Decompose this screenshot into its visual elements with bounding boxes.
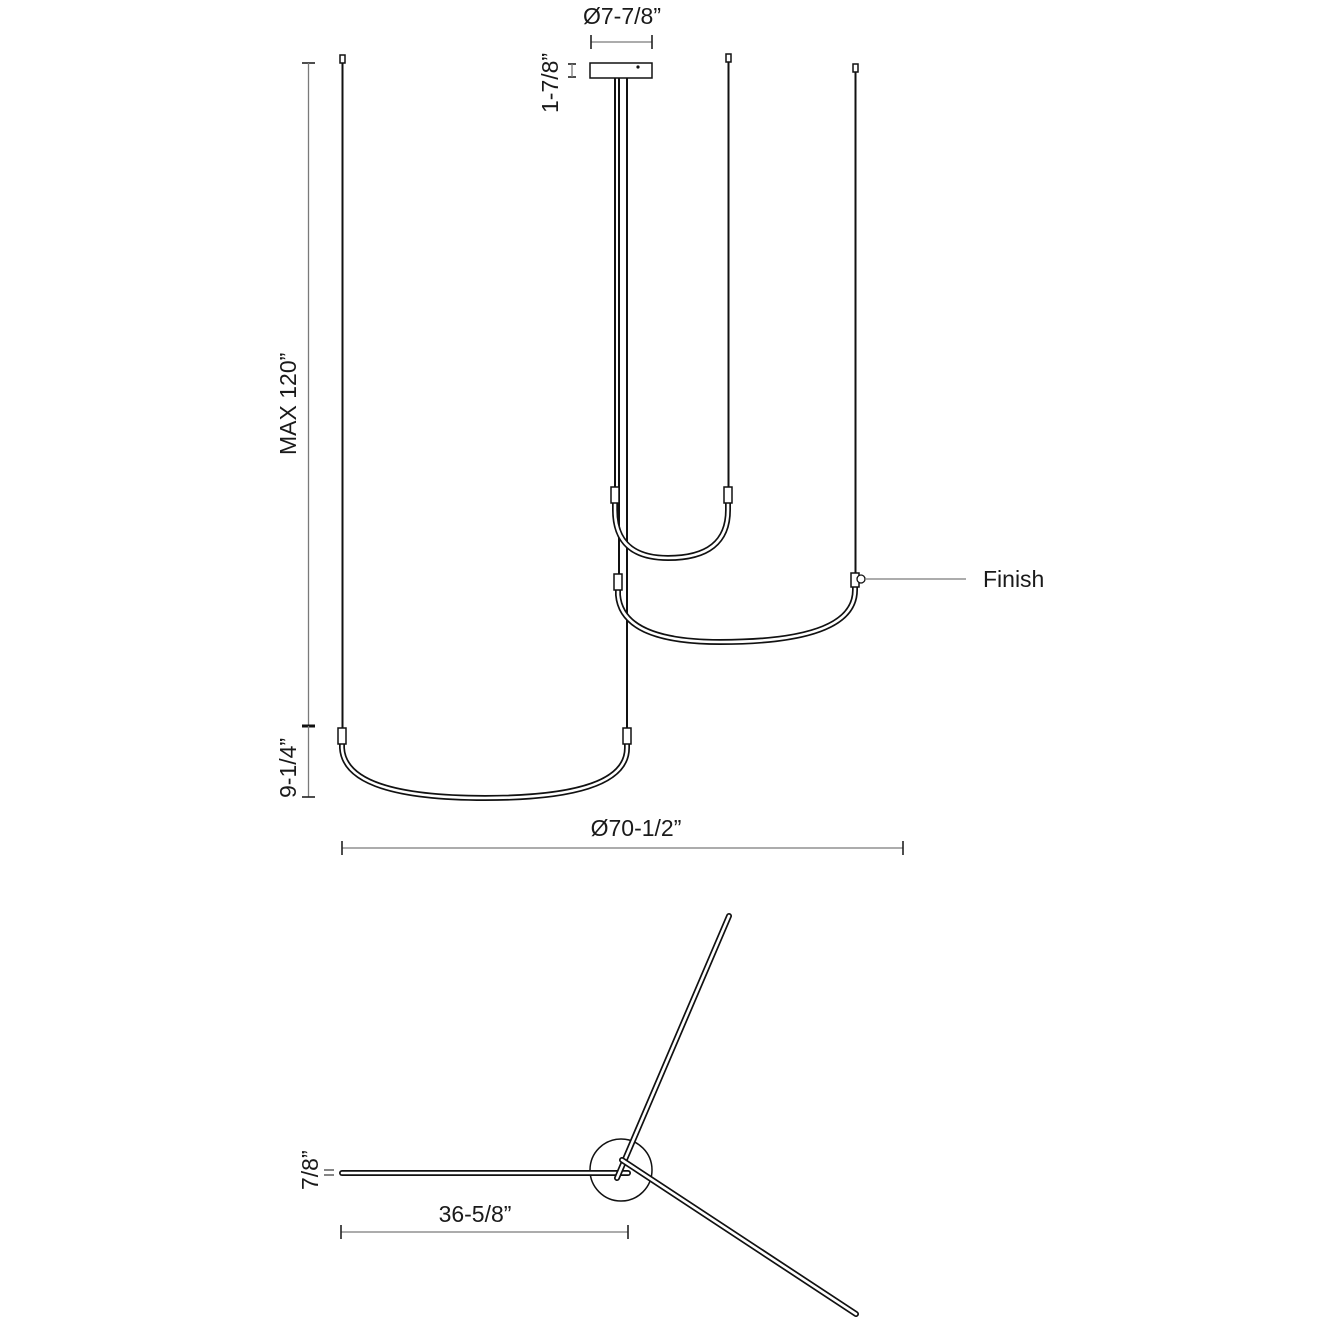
canopy-diameter-dimension: Ø7-7/8”	[583, 3, 661, 49]
finish-marker	[856, 574, 866, 584]
light-arc-small	[610, 486, 733, 562]
tube-thickness-dimension: 7/8”	[297, 1150, 334, 1190]
arc-height-dimension: 9-1/4”	[275, 726, 315, 798]
overall-diameter-dimension: Ø70-1/2”	[341, 815, 904, 855]
overall-diameter-label: Ø70-1/2”	[591, 815, 682, 841]
arc-height-label: 9-1/4”	[275, 738, 301, 798]
arm-lower-right	[619, 1157, 859, 1317]
light-arc-large	[337, 727, 632, 802]
arm-upper-right	[614, 913, 732, 1181]
max-height-dimension: MAX 120”	[275, 62, 315, 728]
plan-view: 7/8” 36-5/8”	[297, 913, 859, 1317]
ceiling-anchor-mid	[725, 53, 732, 63]
light-arc-medium	[613, 572, 860, 646]
tube-thickness-label: 7/8”	[297, 1150, 323, 1190]
canopy-height-label: 1-7/8”	[537, 53, 563, 113]
finish-label: Finish	[983, 566, 1044, 592]
arm-length-dimension: 36-5/8”	[340, 1201, 629, 1239]
canopy-diameter-label: Ø7-7/8”	[583, 3, 661, 29]
ceiling-anchor-left	[339, 54, 346, 64]
canopy-screw-dot	[636, 65, 640, 69]
max-height-label: MAX 120”	[275, 353, 301, 455]
canopy	[589, 62, 653, 79]
finish-callout: Finish	[856, 566, 1044, 592]
arm-length-label: 36-5/8”	[439, 1201, 512, 1227]
side-view: Ø7-7/8” 1-7/8”	[275, 3, 1044, 855]
canopy-height-dimension: 1-7/8”	[537, 53, 576, 113]
ceiling-anchor-right	[852, 63, 859, 73]
